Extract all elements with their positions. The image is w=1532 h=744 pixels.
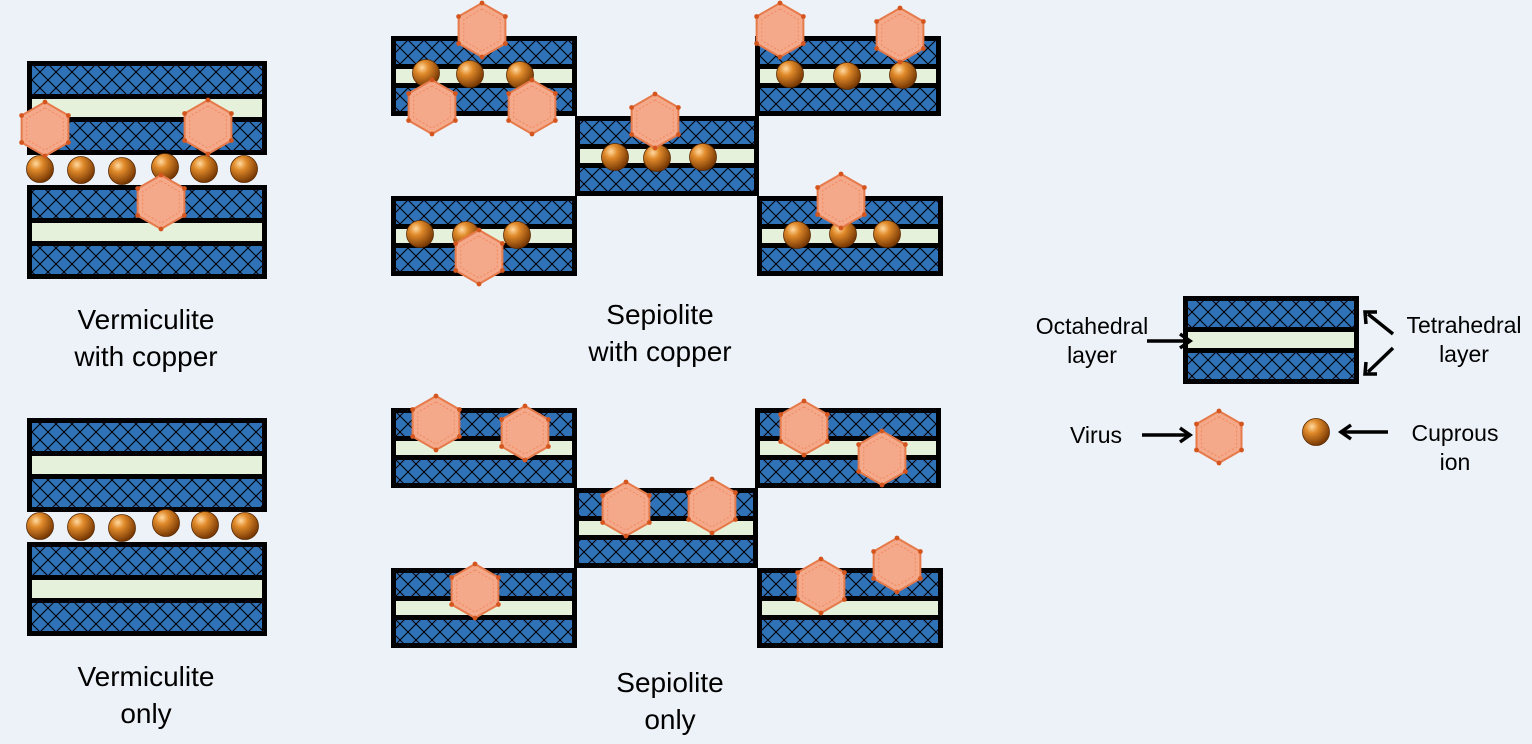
octahedral-layer: [1188, 332, 1354, 348]
cuprous-ion: [190, 155, 218, 183]
legend-arrows: [1142, 310, 1395, 444]
cuprous-ion: [601, 143, 629, 171]
cuprous-ion: [108, 514, 136, 542]
tetrahedral-layer: [32, 479, 262, 507]
virus-particle: [406, 77, 458, 137]
cuprous-ion: [406, 220, 434, 248]
cuprous-ion: [26, 512, 54, 540]
virus-particle: [499, 403, 551, 463]
virus-particle: [874, 5, 926, 65]
tetrahedral-layer: [32, 603, 262, 631]
tetrahedral-layer: [579, 540, 753, 563]
caption-vermiculite-with-copper: Vermiculite with copper: [74, 304, 218, 372]
virus-particle: [449, 561, 501, 621]
cuprous-ion: [191, 511, 219, 539]
cuprous-ion: [67, 513, 95, 541]
virus-particle: [778, 398, 830, 458]
tetrahedral-layer: [1188, 353, 1354, 379]
caption-sepiolite-with-copper: Sepiolite with copper: [588, 299, 732, 367]
cuprous-ion: [231, 512, 259, 540]
cuprous-arrow: [1337, 423, 1388, 441]
octahedral-layer: [32, 580, 262, 598]
tetrahedral-layer: [1188, 301, 1354, 327]
vermiculite-only-unit-bottom: [27, 542, 267, 636]
tetrahedral-layer: [762, 620, 938, 643]
cuprous-ion: [776, 60, 804, 88]
virus-particle: [600, 479, 652, 539]
virus-particles: [19, 0, 1244, 621]
tetrahedral-layer: [760, 460, 936, 483]
virus-arrow: [1142, 426, 1194, 444]
octahedral-layer: [762, 601, 938, 615]
tetrahedral-layer: [396, 201, 572, 224]
tetrahedral-layer: [580, 168, 754, 191]
virus-particle: [795, 556, 847, 616]
cuprous-ion: [873, 220, 901, 248]
cuprous-ion: [833, 62, 861, 90]
tetrahedral-layer: [32, 246, 262, 274]
cuprous-ion: [230, 155, 258, 183]
tetrahedral-arrow-up: [1363, 310, 1395, 336]
cuprous-ion: [108, 157, 136, 185]
vermiculite-copper-unit-bottom: [27, 185, 267, 279]
cuprous-ion: [503, 221, 531, 249]
legend-virus-label: Virus: [1070, 422, 1122, 448]
caption-vermiculite-only: Vermiculite only: [77, 661, 215, 729]
virus-particle: [506, 77, 558, 137]
cuprous-ion: [67, 156, 95, 184]
virus-particle: [856, 428, 908, 488]
tetrahedral-layer: [396, 460, 572, 483]
tetrahedral-layer: [32, 423, 262, 451]
virus-particle: [1194, 408, 1244, 466]
virus-particle: [456, 0, 508, 60]
virus-particle: [629, 91, 681, 151]
legend-tetrahedral-label: Tetrahedral layer: [1406, 312, 1522, 367]
cuprous-ion: [689, 143, 717, 171]
legend-octahedral-label: Octahedral layer: [1035, 313, 1149, 368]
virus-particle: [686, 476, 738, 536]
legend-clay-unit: [1183, 296, 1359, 384]
tetrahedral-layer: [396, 620, 572, 643]
legend-cuprous-label: Cuprous ion: [1411, 420, 1499, 475]
tetrahedral-layer: [760, 88, 936, 111]
tetrahedral-layer: [762, 248, 938, 271]
vermiculite-only-unit-top: [27, 418, 267, 512]
cuprous-ion: [889, 61, 917, 89]
octahedral-layer: [32, 456, 262, 474]
virus-particle: [410, 393, 462, 453]
cuprous-ion: [152, 509, 180, 537]
cuprous-ion: [26, 155, 54, 183]
virus-particle: [754, 0, 806, 60]
virus-particle: [871, 535, 923, 595]
virus-particle: [135, 172, 187, 232]
tetrahedral-arrow-down: [1363, 346, 1395, 376]
virus-particle: [19, 99, 71, 159]
tetrahedral-layer: [32, 547, 262, 575]
cuprous-ion: [456, 60, 484, 88]
octahedral-layer: [32, 223, 262, 241]
tetrahedral-layer: [32, 66, 262, 94]
cuprous-ion: [783, 221, 811, 249]
virus-particle: [182, 97, 234, 157]
cuprous-ion: [1302, 418, 1330, 446]
octahedral-arrow: [1147, 332, 1194, 350]
virus-particle: [453, 227, 505, 287]
virus-particle: [815, 171, 867, 231]
caption-sepiolite-only: Sepiolite only: [616, 667, 724, 735]
